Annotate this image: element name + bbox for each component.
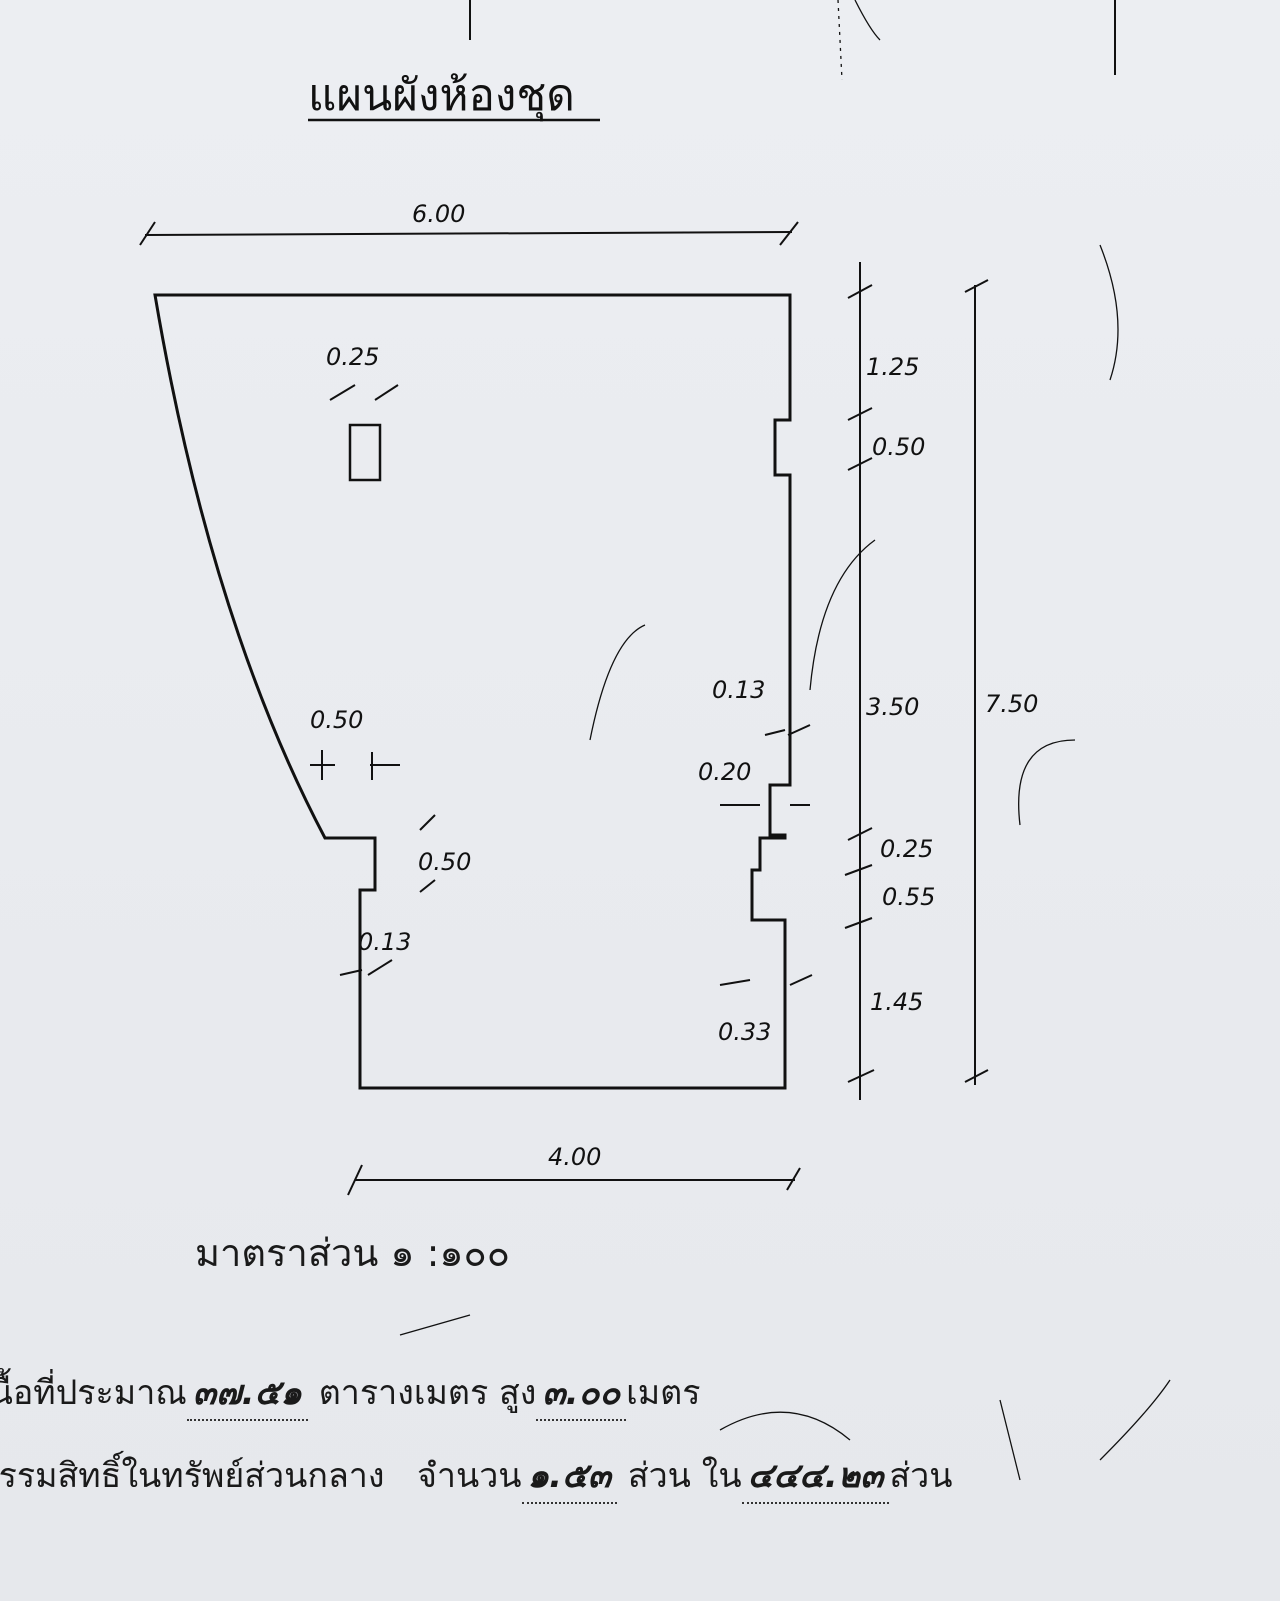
dim-left-offset: 0.50 [418,848,471,876]
area-unit: ตารางเมตร [318,1373,489,1413]
dimension-lines [139,221,989,1196]
amount-value: ๑.๕๓ [521,1448,618,1504]
dim-right-segment: 1.45 [870,988,923,1016]
scale-label: มาตราส่วน [195,1231,379,1275]
dim-left-offset: 0.13 [358,928,411,956]
scale-value: ๑ :๑๐๐ [390,1231,510,1275]
dim-top-width: 6.00 [412,200,465,228]
dim-right-offset: 0.33 [718,1018,771,1046]
page-title: แผนผังห้องชุด [308,70,575,122]
amount-unit: ส่วน [627,1456,691,1496]
dim-right-offset: 0.20 [698,758,751,786]
room-outline [153,293,792,1090]
total-unit: ส่วน [889,1456,953,1496]
stray-marks [399,0,1171,1481]
dim-right-segment: 3.50 [866,693,919,721]
area-value: ๓๗.๕๑ [186,1365,308,1421]
dim-right-offset: 0.13 [712,676,765,704]
ownership-label: กรรมสิทธิ์ในทรัพย์ส่วนกลาง [0,1456,385,1496]
area-label: เนื้อที่ประมาณ [0,1373,187,1413]
column-marker [348,423,382,482]
dim-total-height: 7.50 [985,690,1038,718]
height-unit: เมตร [626,1373,701,1413]
height-label: สูง [499,1373,537,1413]
amount-label: จำนวน [416,1456,522,1496]
dim-right-segment: 0.50 [872,433,925,461]
dim-right-segment: 0.55 [882,883,935,911]
dim-left-offset: 0.50 [310,706,363,734]
dim-right-segment: 1.25 [866,353,919,381]
height-value: ๓.๐๐ [536,1365,627,1421]
scale-line: มาตราส่วน ๑ :๑๐๐ [195,1222,510,1283]
dim-right-segment: 0.25 [880,835,933,863]
dim-column-width: 0.25 [326,343,379,371]
dim-bottom-width: 4.00 [548,1143,601,1171]
total-value: ๔๔๔.๒๓ [741,1448,890,1504]
in-label: ใน [701,1456,742,1496]
ownership-line: กรรมสิทธิ์ในทรัพย์ส่วนกลาง จำนวน๑.๕๓ ส่ว… [0,1448,952,1504]
